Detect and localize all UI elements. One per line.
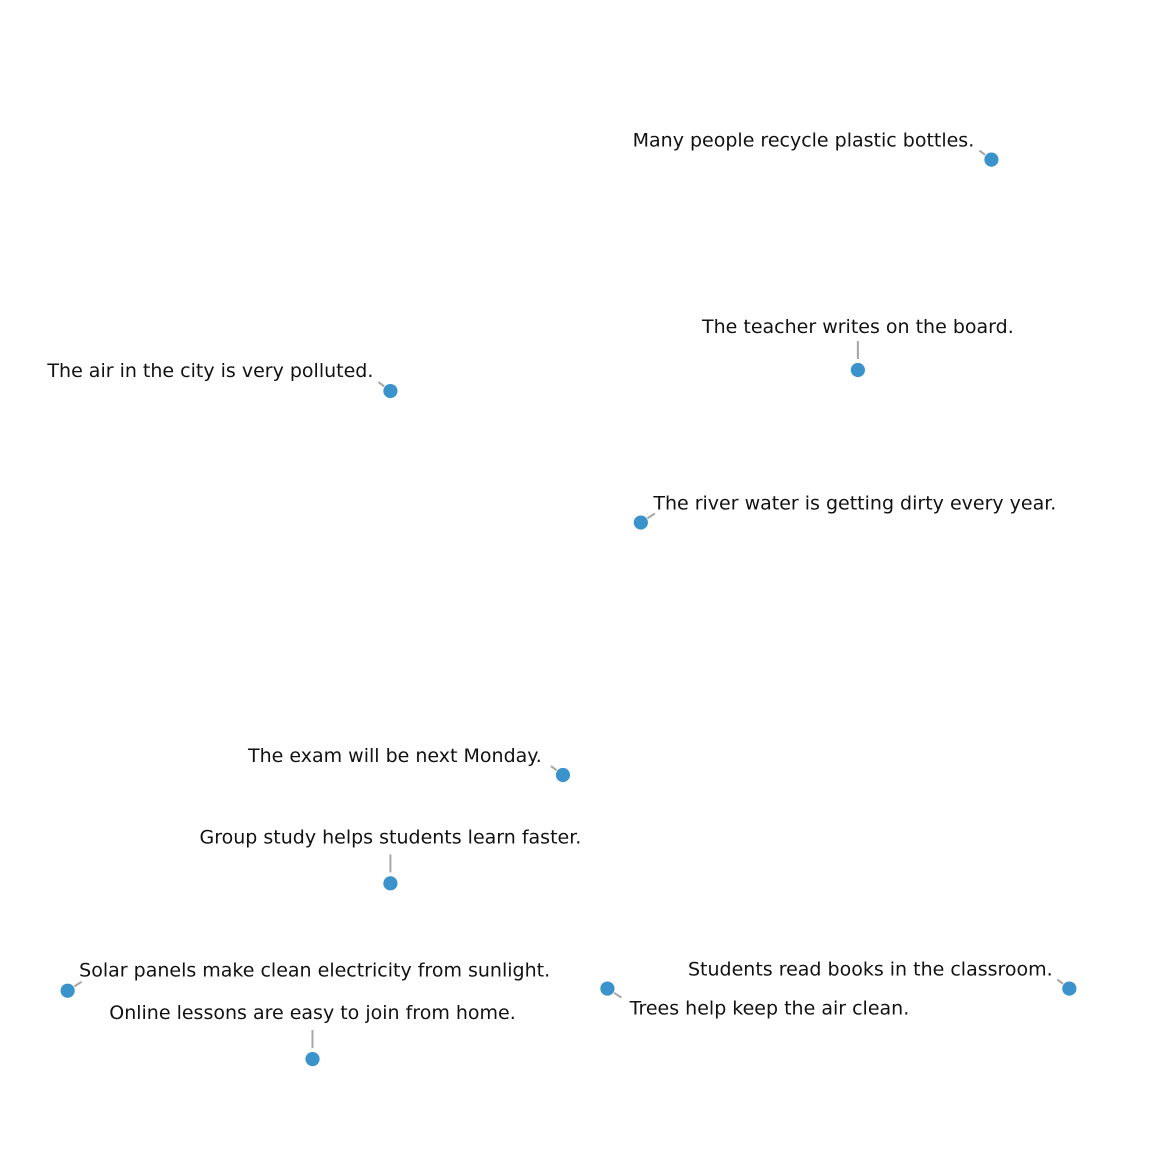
point-label: Many people recycle plastic bottles. bbox=[633, 130, 975, 152]
point-label: The air in the city is very polluted. bbox=[46, 360, 373, 382]
point-label: The exam will be next Monday. bbox=[247, 745, 542, 767]
data-point-group: The teacher writes on the board. bbox=[701, 316, 1014, 378]
point-label: Group study helps students learn faster. bbox=[199, 826, 581, 848]
data-point-group: Many people recycle plastic bottles. bbox=[633, 130, 1000, 168]
point-label: Trees help keep the air clean. bbox=[629, 998, 910, 1020]
data-point-group: Students read books in the classroom. bbox=[688, 959, 1078, 997]
data-point-group: Online lessons are easy to join from hom… bbox=[109, 1002, 516, 1067]
scatter-point bbox=[304, 1051, 321, 1067]
point-label: Solar panels make clean electricity from… bbox=[79, 960, 550, 982]
point-label: Students read books in the classroom. bbox=[688, 959, 1053, 981]
scatter-point bbox=[983, 151, 1000, 168]
scatter-point bbox=[382, 875, 399, 892]
point-label: The teacher writes on the board. bbox=[701, 316, 1014, 338]
data-point-group: Solar panels make clean electricity from… bbox=[59, 960, 550, 999]
scatter-point bbox=[599, 980, 616, 997]
scatter-point bbox=[555, 767, 571, 783]
data-point-group: The air in the city is very polluted. bbox=[46, 360, 399, 399]
scatter-point bbox=[849, 362, 866, 378]
data-point-group: Group study helps students learn faster. bbox=[199, 826, 581, 892]
point-label: The river water is getting dirty every y… bbox=[652, 493, 1056, 515]
point-label: Online lessons are easy to join from hom… bbox=[109, 1002, 516, 1024]
scatter-point bbox=[382, 383, 399, 399]
data-point-group: Trees help keep the air clean. bbox=[599, 980, 910, 1020]
scatter-point bbox=[59, 982, 76, 999]
data-point-group: The river water is getting dirty every y… bbox=[632, 493, 1056, 531]
scatter-point bbox=[632, 514, 649, 531]
data-point-group: The exam will be next Monday. bbox=[247, 745, 571, 783]
scatter-point bbox=[1061, 980, 1078, 997]
